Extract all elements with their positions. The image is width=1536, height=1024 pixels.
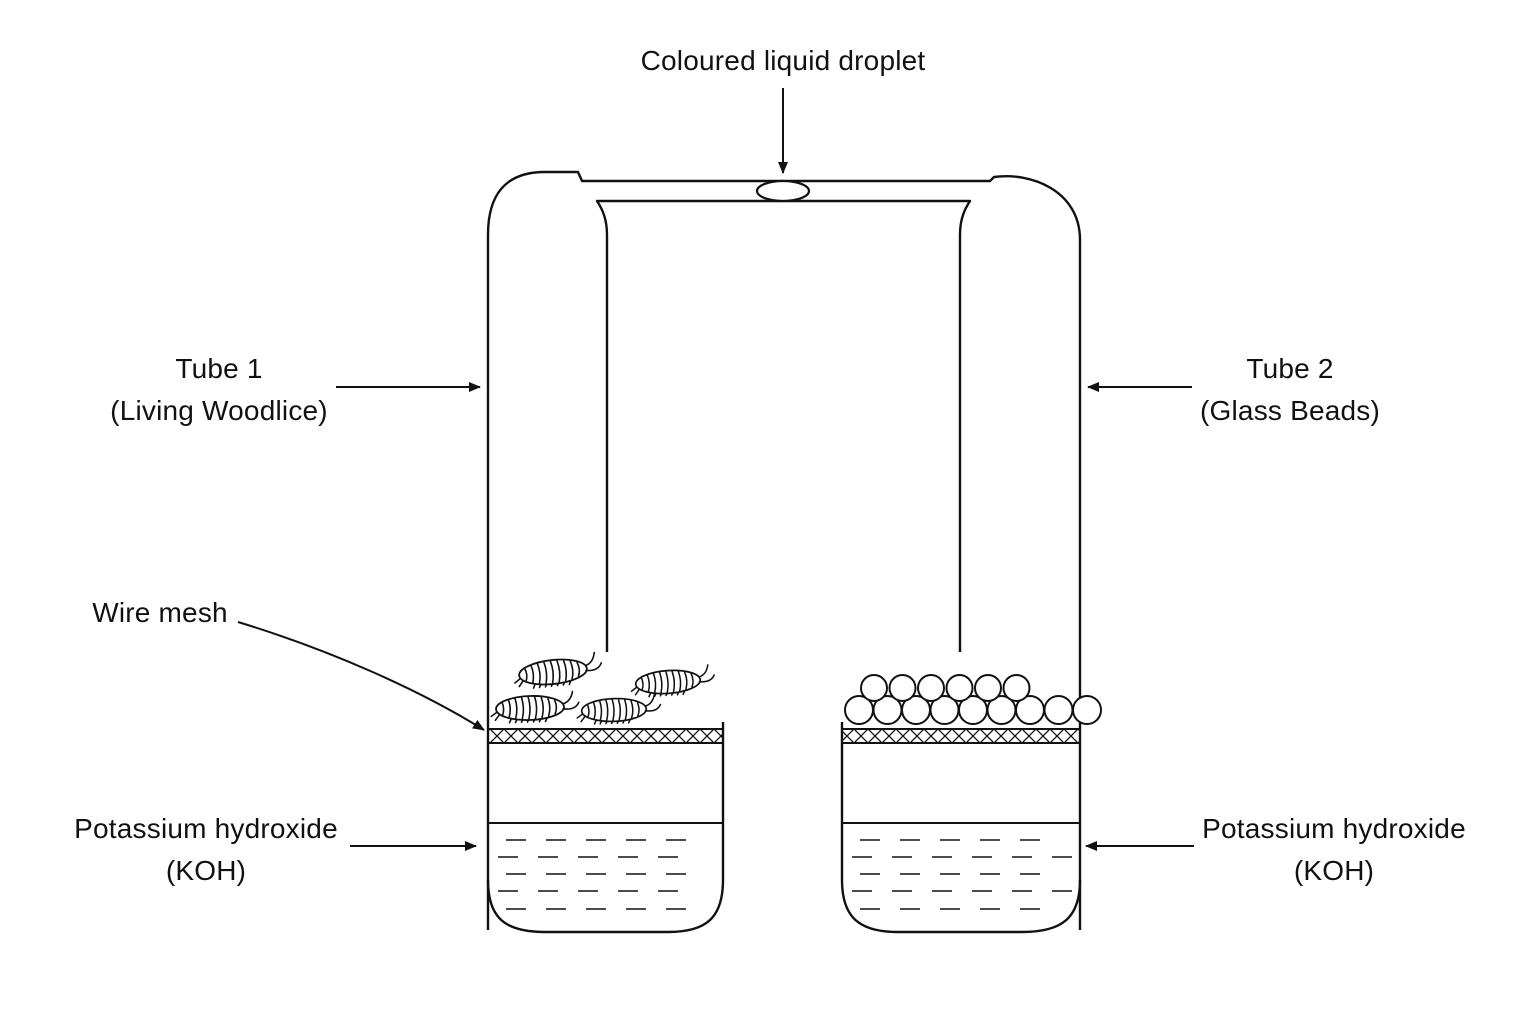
mesh-arrow (237, 621, 485, 731)
woodlouse (514, 651, 603, 689)
tube1-title: Tube 1 (175, 353, 263, 384)
woodlouse (490, 690, 580, 724)
droplet-label: Coloured liquid droplet (641, 40, 926, 82)
koh-left-label: Potassium hydroxide (KOH) (74, 808, 338, 892)
koh-left-formula: (KOH) (165, 855, 247, 886)
tube1-label: Tube 1 (Living Woodlice) (110, 348, 328, 432)
wire-mesh-tube1 (488, 728, 723, 744)
woodlouse (576, 693, 662, 725)
glass-bead (1072, 695, 1102, 725)
glass-bead (974, 674, 1002, 702)
wire-mesh-tube2 (842, 728, 1080, 744)
tube-inner-outline (595, 199, 972, 652)
koh-right-label: Potassium hydroxide (KOH) (1202, 808, 1466, 892)
koh-liquid-tube2 (852, 839, 1072, 910)
koh-right-name: Potassium hydroxide (1202, 813, 1466, 844)
wire-mesh-label-text: Wire mesh (92, 597, 228, 628)
koh-right-formula: (KOH) (1293, 855, 1375, 886)
tube-outer-outline (486, 170, 1082, 930)
tube2-contents: (Glass Beads) (1200, 395, 1380, 426)
tube2-title: Tube 2 (1246, 353, 1334, 384)
glass-bead (917, 674, 945, 702)
glass-bead (945, 674, 974, 702)
woodlouse (630, 664, 715, 698)
glass-bead (860, 674, 888, 702)
koh-liquid-tube1 (498, 839, 686, 910)
wire-mesh-label: Wire mesh (92, 592, 228, 634)
glass-bead (1043, 695, 1074, 725)
woodlice-group (490, 651, 715, 725)
tube1-bottom (486, 722, 725, 934)
tube1-contents: (Living Woodlice) (110, 395, 328, 426)
glass-bead (888, 674, 917, 702)
glass-bead (1002, 674, 1031, 702)
tube2-bottom (840, 722, 1082, 934)
droplet-label-text: Coloured liquid droplet (640, 45, 926, 76)
glass-beads-group (844, 674, 1102, 725)
tube2-label: Tube 2 (Glass Beads) (1200, 348, 1380, 432)
liquid-droplet (755, 179, 811, 203)
koh-left-name: Potassium hydroxide (74, 813, 338, 844)
